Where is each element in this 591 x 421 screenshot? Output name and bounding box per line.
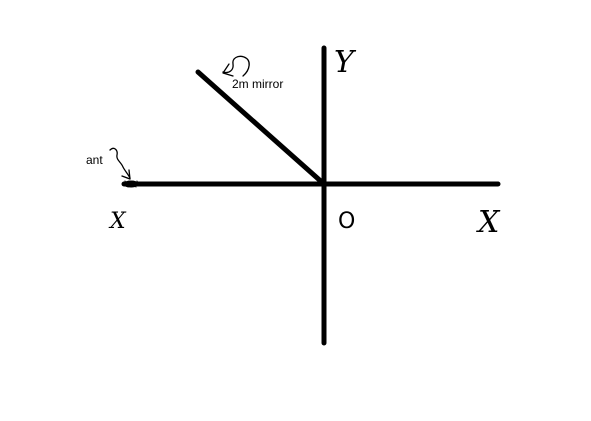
ant-marker: [123, 180, 140, 188]
curly-arrow-icon: [222, 55, 250, 77]
squiggle-arrow-icon: [109, 147, 131, 180]
y-axis-label: Y: [334, 45, 357, 80]
mirror-line: [195, 69, 327, 187]
ant-label: ant: [86, 153, 103, 167]
x-axis-right-label: X: [476, 205, 501, 240]
origin-label: O: [338, 209, 355, 234]
mirror-label: 2m mirror: [232, 77, 283, 91]
x-axis-left-label: X: [108, 209, 127, 234]
